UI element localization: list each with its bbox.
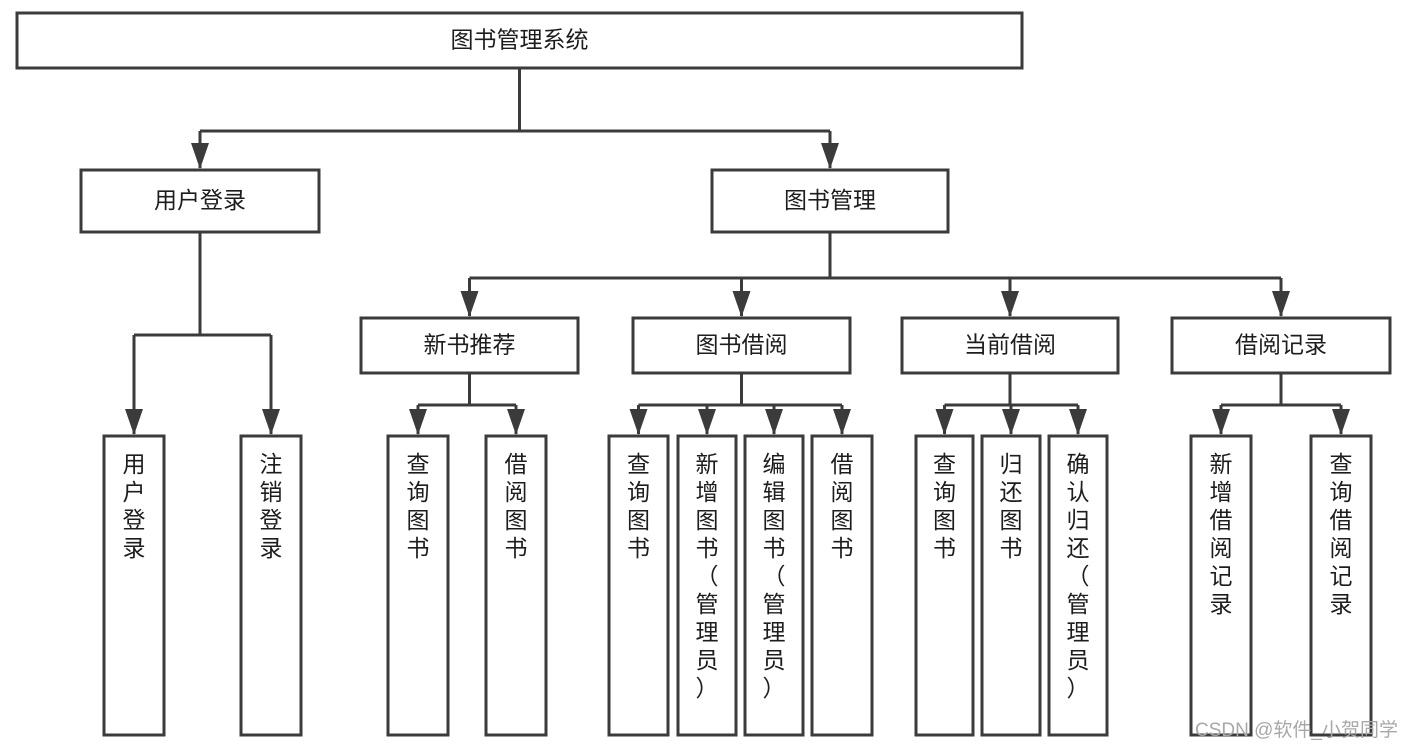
node-leaf-user-login-box[interactable] <box>102 434 166 737</box>
arrow-head-icon <box>1002 409 1020 435</box>
node-leaf-user-login[interactable]: 用户登录 <box>102 434 166 737</box>
node-leaf-query-borrow-record[interactable]: 查询借阅记录 <box>1309 434 1373 737</box>
node-leaf-borrow-book[interactable]: 借阅图书 <box>810 434 874 737</box>
node-leaf-return-book-box[interactable] <box>980 434 1042 737</box>
node-root-system[interactable]: 图书管理系统 <box>15 11 1024 70</box>
node-current-borrow[interactable]: 当前借阅 <box>900 316 1120 375</box>
watermark-label: CSDN @软件_小贺同学 <box>1195 719 1398 741</box>
node-leaf-query-book-recommend[interactable]: 查询图书 <box>386 434 450 737</box>
arrow-head-icon <box>262 409 280 435</box>
node-borrow-record-box[interactable] <box>1170 316 1392 375</box>
node-root-system-box[interactable] <box>15 11 1024 70</box>
node-leaf-query-book-recommend-label: 查询图书 <box>407 451 430 561</box>
arrow-head-icon <box>409 409 427 435</box>
node-user-login-label: 用户登录 <box>154 187 246 213</box>
node-leaf-borrow-book-box[interactable] <box>810 434 874 737</box>
arrow-head-icon <box>1212 409 1230 435</box>
node-leaf-add-borrow-record[interactable]: 新增借阅记录 <box>1189 434 1253 737</box>
node-leaf-logout[interactable]: 注销登录 <box>239 434 303 737</box>
node-book-management-label: 图书管理 <box>784 187 876 213</box>
connector-layer <box>125 68 1350 435</box>
arrow-head-icon <box>1332 409 1350 435</box>
arrow-head-icon <box>1001 291 1019 317</box>
node-leaf-query-book-current-label: 查询图书 <box>933 451 956 561</box>
node-leaf-query-book-current[interactable]: 查询图书 <box>914 434 975 737</box>
node-leaf-add-borrow-record-box[interactable] <box>1189 434 1253 737</box>
node-leaf-borrow-book-recommend-label: 借阅图书 <box>505 451 528 561</box>
node-leaf-user-login-label: 用户登录 <box>123 451 146 561</box>
arrow-head-icon <box>1069 409 1087 435</box>
arrow-head-icon <box>821 143 839 169</box>
arrow-head-icon <box>191 143 209 169</box>
node-leaf-edit-book[interactable]: 编辑图书（管理员） <box>743 434 805 737</box>
node-user-login-box[interactable] <box>79 168 321 234</box>
node-leaf-confirm-return[interactable]: 确认归还（管理员） <box>1047 434 1109 737</box>
arrow-head-icon <box>935 409 954 435</box>
arrow-head-icon <box>698 409 716 435</box>
arrow-head-icon <box>629 409 648 435</box>
node-leaf-logout-label: 注销登录 <box>260 451 283 561</box>
node-leaf-borrow-book-label: 借阅图书 <box>831 451 854 561</box>
node-leaf-query-book-current-box[interactable] <box>914 434 975 737</box>
node-borrow-record-label: 借阅记录 <box>1235 332 1327 358</box>
node-leaf-edit-book-box[interactable] <box>743 434 805 737</box>
node-new-book-recommend[interactable]: 新书推荐 <box>359 316 580 375</box>
node-user-login[interactable]: 用户登录 <box>79 168 321 234</box>
node-leaf-query-book-recommend-box[interactable] <box>386 434 450 737</box>
node-book-management-box[interactable] <box>710 168 950 234</box>
node-new-book-recommend-label: 新书推荐 <box>424 332 516 358</box>
node-book-borrow-label: 图书借阅 <box>696 332 788 358</box>
node-leaf-confirm-return-box[interactable] <box>1047 434 1109 737</box>
node-leaf-add-borrow-record-label: 新增借阅记录 <box>1210 451 1233 617</box>
node-book-management[interactable]: 图书管理 <box>710 168 950 234</box>
node-book-borrow[interactable]: 图书借阅 <box>631 316 852 375</box>
arrow-head-icon <box>765 409 783 435</box>
arrow-head-icon <box>125 409 143 435</box>
node-root-system-label: 图书管理系统 <box>451 27 589 53</box>
node-layer: 图书管理系统用户登录图书管理新书推荐图书借阅当前借阅借阅记录用户登录注销登录查询… <box>15 11 1392 737</box>
node-leaf-borrow-book-recommend-box[interactable] <box>484 434 548 737</box>
node-leaf-confirm-return-label: 确认归还（管理员） <box>1067 451 1090 701</box>
node-new-book-recommend-box[interactable] <box>359 316 580 375</box>
node-current-borrow-label: 当前借阅 <box>964 332 1056 358</box>
node-borrow-record[interactable]: 借阅记录 <box>1170 316 1392 375</box>
node-leaf-logout-box[interactable] <box>239 434 303 737</box>
node-leaf-query-borrow-record-box[interactable] <box>1309 434 1373 737</box>
node-book-borrow-box[interactable] <box>631 316 852 375</box>
node-leaf-edit-book-label: 编辑图书（管理员） <box>763 451 786 701</box>
node-leaf-add-book[interactable]: 新增图书（管理员） <box>676 434 738 737</box>
node-current-borrow-box[interactable] <box>900 316 1120 375</box>
node-leaf-query-book-borrow-label: 查询图书 <box>627 451 650 561</box>
node-leaf-return-book[interactable]: 归还图书 <box>980 434 1042 737</box>
arrow-head-icon <box>507 409 525 435</box>
node-leaf-return-book-label: 归还图书 <box>1000 451 1023 561</box>
node-leaf-query-book-borrow-box[interactable] <box>607 434 670 737</box>
node-leaf-add-book-label: 新增图书（管理员） <box>696 451 719 701</box>
arrow-head-icon <box>1272 291 1290 317</box>
node-leaf-add-book-box[interactable] <box>676 434 738 737</box>
arrow-head-icon <box>460 291 479 317</box>
arrow-head-icon <box>833 409 851 435</box>
arrow-head-icon <box>732 291 751 317</box>
node-leaf-borrow-book-recommend[interactable]: 借阅图书 <box>484 434 548 737</box>
node-leaf-query-borrow-record-label: 查询借阅记录 <box>1330 451 1353 617</box>
node-leaf-query-book-borrow[interactable]: 查询图书 <box>607 434 670 737</box>
